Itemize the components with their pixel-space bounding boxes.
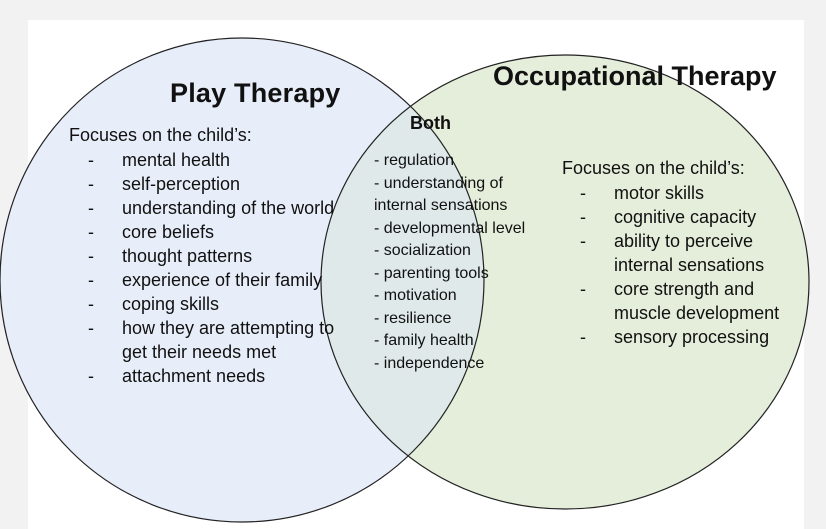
list-item: - core beliefs <box>70 220 350 244</box>
list-item-text: how they are attempting to get their nee… <box>122 318 335 362</box>
dash-marker: - <box>88 270 94 290</box>
list-item: - thought patterns <box>70 244 350 268</box>
overlap-region <box>321 55 484 509</box>
dash-marker: - <box>88 222 94 242</box>
list-item: - core strength and muscle development <box>562 277 782 325</box>
list-item: - attachment needs <box>70 364 350 388</box>
occupational-therapy-list: - motor skills - cognitive capacity - abili… <box>562 181 782 349</box>
play-therapy-heading: Focuses on the child’s: <box>69 125 252 145</box>
list-item: - socialization <box>374 242 471 259</box>
list-item: - cognitive capacity <box>562 205 782 229</box>
list-item: - self-perception <box>70 172 350 196</box>
list-item: - coping skills <box>70 292 350 316</box>
dash-marker: - <box>88 366 94 386</box>
list-item-text: ability to perceive internal sensations <box>614 231 765 275</box>
list-item-text: experience of their family <box>122 270 323 290</box>
dash-marker: - <box>580 231 586 251</box>
list-item: - parenting tools <box>374 264 489 282</box>
list-item: - motivation <box>374 287 457 304</box>
dash-marker: - <box>580 327 586 347</box>
list-item: - sensory processing <box>562 325 782 349</box>
dash-marker: - <box>88 246 94 266</box>
list-item-text: core beliefs <box>122 222 215 242</box>
list-item: - family health <box>374 332 474 349</box>
play-therapy-list: - mental health - self-perception - underst… <box>70 148 350 388</box>
dash-marker: - <box>88 198 94 218</box>
play-therapy-title: Play Therapy <box>170 78 341 108</box>
list-item-text: sensory processing <box>614 327 770 347</box>
dash-marker: - <box>88 150 94 170</box>
list-item: - independence <box>374 354 485 372</box>
occupational-therapy-heading: Focuses on the child’s: <box>562 158 745 178</box>
list-item-text: attachment needs <box>122 366 266 386</box>
list-item-text: core strength and muscle development <box>614 279 780 323</box>
list-item-text: self-perception <box>122 174 241 194</box>
occupational-therapy-circle-outline <box>320 54 810 510</box>
dash-marker: - <box>88 174 94 194</box>
list-item: - ability to perceive internal sensations <box>562 229 782 277</box>
list-item: - regulation <box>374 152 455 169</box>
list-item: - experience of their family <box>70 268 350 292</box>
play-therapy-circle-outline <box>0 37 485 523</box>
list-item-text: motor skills <box>614 183 705 203</box>
list-item: - understanding of the world <box>70 196 350 220</box>
list-item: - understanding of internal sensations <box>374 174 508 215</box>
dash-marker: - <box>88 294 94 314</box>
dash-marker: - <box>580 183 586 203</box>
list-item: - motor skills <box>562 181 782 205</box>
dash-marker: - <box>580 279 586 299</box>
list-item-text: coping skills <box>122 294 220 314</box>
list-item: - developmental level <box>374 219 526 237</box>
dash-marker: - <box>580 207 586 227</box>
both-title: Both <box>410 113 451 133</box>
list-item-text: cognitive capacity <box>614 207 757 227</box>
both-list: - regulation - understanding of internal… <box>374 150 539 375</box>
list-item-text: mental health <box>122 150 231 170</box>
dash-marker: - <box>88 318 94 338</box>
list-item: - mental health <box>70 148 350 172</box>
list-item-text: understanding of the world <box>122 198 335 218</box>
occupational-therapy-title: Occupational Therapy <box>493 61 777 91</box>
list-item: - how they are attempting to get their ne… <box>70 316 350 364</box>
list-item-text: thought patterns <box>122 246 253 266</box>
list-item: - resilience <box>374 309 452 327</box>
